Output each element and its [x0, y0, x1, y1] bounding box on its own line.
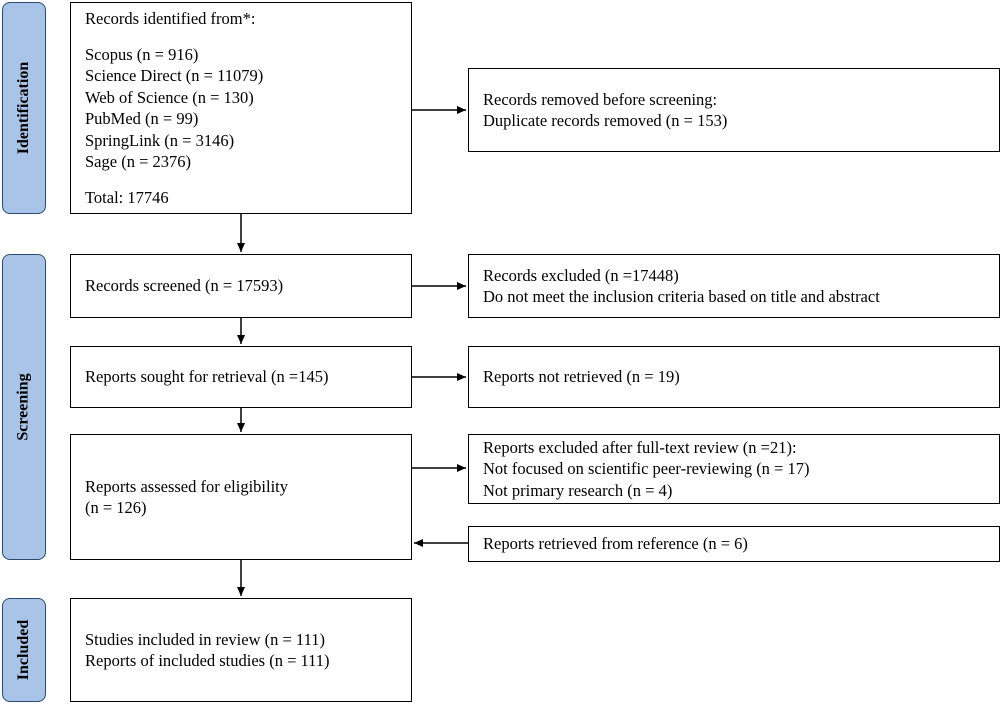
records-excluded-title: Records excluded (n =17448)	[483, 265, 679, 285]
identification-heading: Records identified from*:	[85, 9, 256, 28]
phase-screening: Screening	[2, 254, 46, 560]
studies-included-text: Studies included in review (n = 111)	[85, 629, 325, 649]
phase-included: Included	[2, 598, 46, 702]
records-removed-box: Records removed before screening: Duplic…	[468, 68, 1000, 152]
studies-included-box: Studies included in review (n = 111) Rep…	[70, 598, 412, 702]
reports-sought-text: Reports sought for retrieval (n =145)	[85, 367, 329, 387]
duplicates-removed: Duplicate records removed (n = 153)	[483, 111, 728, 130]
source-science-direct: Science Direct (n = 11079)	[85, 66, 264, 85]
source-web-of-science: Web of Science (n = 130)	[85, 87, 254, 107]
fulltext-excluded-reason-2: Not primary research (n = 4)	[483, 480, 673, 500]
records-excluded-box: Records excluded (n =17448) Do not meet …	[468, 254, 1000, 318]
fulltext-excluded-box: Reports excluded after full-text review …	[468, 434, 1000, 504]
reports-assessed-text: Reports assessed for eligibility	[85, 476, 289, 496]
records-screened-box: Records screened (n = 17593)	[70, 254, 412, 318]
phase-identification: Identification	[2, 2, 46, 214]
reports-assessed-count: (n = 126)	[85, 498, 147, 517]
records-excluded-reason: Do not meet the inclusion criteria based…	[483, 287, 880, 306]
source-springlink: SpringLink (n = 3146)	[85, 130, 235, 150]
identification-box: Records identified from*: Scopus (n = 91…	[70, 2, 412, 214]
reports-included-text: Reports of included studies (n = 111)	[85, 651, 330, 670]
reference-retrieved-box: Reports retrieved from reference (n = 6)	[468, 526, 1000, 562]
source-pubmed: PubMed (n = 99)	[85, 109, 199, 128]
records-screened-text: Records screened (n = 17593)	[85, 276, 284, 296]
reports-sought-box: Reports sought for retrieval (n =145)	[70, 346, 412, 408]
source-sage: Sage (n = 2376)	[85, 152, 191, 171]
records-removed-title: Records removed before screening:	[483, 89, 718, 109]
identification-total: Total: 17746	[85, 187, 169, 207]
reference-retrieved-text: Reports retrieved from reference (n = 6)	[483, 534, 748, 554]
reports-not-retrieved-box: Reports not retrieved (n = 19)	[468, 346, 1000, 408]
fulltext-excluded-title: Reports excluded after full-text review …	[483, 437, 797, 457]
source-scopus: Scopus (n = 916)	[85, 44, 199, 64]
fulltext-excluded-reason-1: Not focused on scientific peer-reviewing…	[483, 459, 810, 479]
reports-assessed-box: Reports assessed for eligibility (n = 12…	[70, 434, 412, 560]
reports-not-retrieved-text: Reports not retrieved (n = 19)	[483, 367, 680, 387]
